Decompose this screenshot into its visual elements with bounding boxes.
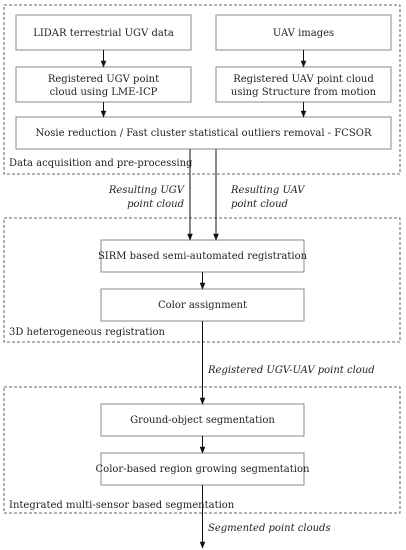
- box-sirm-registration: SIRM based semi-automated registration: [98, 239, 308, 273]
- box-color-assignment: Color assignment: [100, 288, 305, 322]
- box-ugv-registered-line1: Registered UGV point: [48, 74, 159, 85]
- box-ugv-registered: Registered UGV point cloud using LME-ICP: [15, 66, 192, 103]
- edge-label-segmented: Segmented point clouds: [208, 523, 331, 534]
- group-label-acquisition: Data acquisition and pre-processing: [9, 158, 193, 169]
- box-lidar-label: LIDAR terrestrial UGV data: [33, 28, 174, 39]
- box-region-growing: Color-based region growing segmentation: [96, 452, 310, 486]
- box-sirm-label: SIRM based semi-automated registration: [98, 251, 308, 262]
- edge-label-ugv-line1: Resulting UGV: [108, 185, 186, 196]
- edge-label-uav-line2: point cloud: [231, 199, 288, 210]
- group-label-segmentation: Integrated multi-sensor based segmentati…: [9, 500, 235, 511]
- box-uav-images-label: UAV images: [273, 28, 334, 39]
- edge-label-uav-line1: Resulting UAV: [230, 185, 306, 196]
- edge-label-ugv-line2: point cloud: [127, 199, 184, 210]
- group-label-registration: 3D heterogeneous registration: [9, 327, 166, 338]
- box-ground-object-label: Ground-object segmentation: [130, 415, 275, 426]
- box-color-assignment-label: Color assignment: [158, 300, 247, 311]
- box-uav-images: UAV images: [215, 14, 392, 51]
- box-uav-registered: Registered UAV point cloud using Structu…: [215, 66, 392, 103]
- box-uav-registered-line2: using Structure from motion: [231, 87, 377, 98]
- box-uav-registered-line1: Registered UAV point cloud: [233, 74, 374, 85]
- edge-label-registered: Registered UGV-UAV point cloud: [207, 365, 375, 376]
- box-lidar: LIDAR terrestrial UGV data: [15, 14, 192, 51]
- group-data-acquisition: Data acquisition and pre-processing: [3, 4, 401, 175]
- box-noise-reduction-label: Nosie reduction / Fast cluster statistic…: [36, 128, 372, 139]
- box-noise-reduction: Nosie reduction / Fast cluster statistic…: [15, 116, 392, 150]
- box-ugv-registered-line2: cloud using LME-ICP: [50, 87, 158, 98]
- box-region-growing-label: Color-based region growing segmentation: [96, 464, 310, 475]
- box-ground-object: Ground-object segmentation: [100, 403, 305, 437]
